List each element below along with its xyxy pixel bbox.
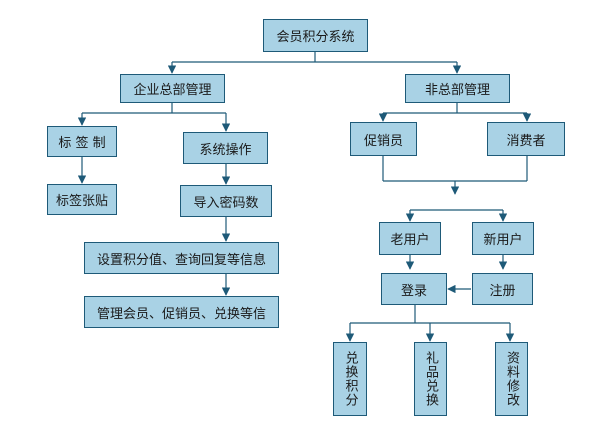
node-manage-members: 管理会员、促销员、兑换等信: [84, 296, 279, 328]
node-redeem-points: 兑换积分: [333, 342, 367, 416]
node-system-operations: 系统操作: [183, 132, 268, 164]
node-old-user: 老用户: [379, 222, 441, 255]
node-promoter: 促销员: [350, 122, 417, 156]
node-import-code: 导入密码数: [180, 185, 272, 217]
node-set-points-query: 设置积分值、查询回复等信息: [84, 242, 279, 274]
node-register: 注册: [472, 273, 533, 305]
node-tag-paste: 标签张贴: [47, 184, 117, 215]
node-enterprise-management: 企业总部管理: [120, 74, 225, 103]
node-tag-system: 标 签 制: [47, 126, 117, 157]
node-profile-edit: 资料修改: [495, 342, 528, 416]
node-non-hq-management: 非总部管理: [405, 74, 510, 103]
node-consumer: 消费者: [487, 122, 565, 156]
node-root: 会员积分系统: [263, 19, 368, 52]
node-login: 登录: [381, 273, 447, 305]
node-gift-exchange: 礼品兑换: [414, 342, 447, 416]
node-new-user: 新用户: [472, 222, 534, 255]
